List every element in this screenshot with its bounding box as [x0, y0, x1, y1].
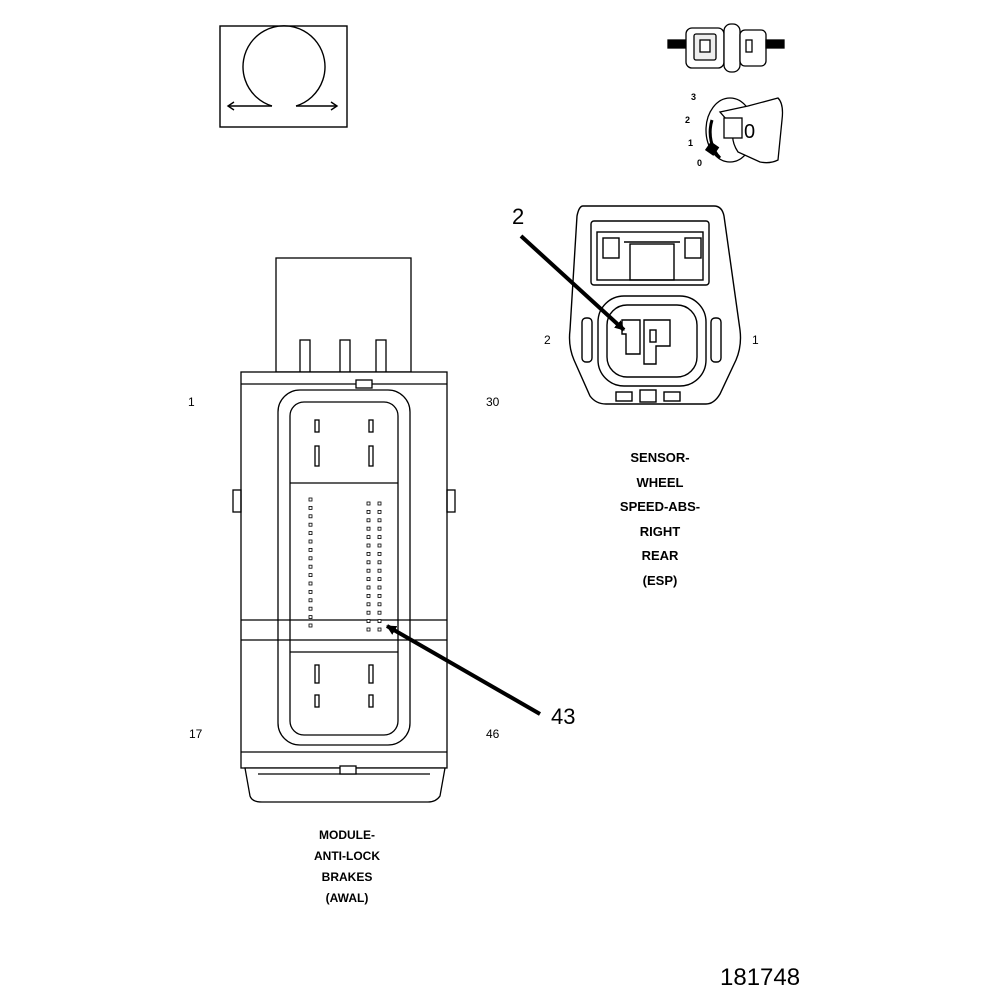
pin-cavity	[308, 564, 313, 569]
pin-cavity	[377, 526, 382, 531]
ignition-position-1: 1	[688, 138, 694, 148]
pin-cavity	[366, 543, 371, 548]
pin-cavity	[366, 535, 371, 539]
pin-cavity	[377, 619, 382, 623]
pin-cavity	[308, 590, 313, 594]
ignition-position-2: 2	[685, 115, 691, 125]
module-pin-label-46: 46	[486, 727, 500, 741]
pin-cavity	[377, 501, 382, 506]
pin-cavity	[377, 560, 382, 565]
pin-cavity	[308, 581, 313, 586]
pin-cavity	[377, 518, 382, 523]
pin-cavity	[377, 610, 382, 615]
sensor-title-line: SENSOR-	[630, 450, 690, 465]
sensor-connector-title: SENSOR- WHEEL SPEED-ABS- RIGHT REAR (ESP…	[590, 446, 730, 593]
sensor-pin-label-right: 1	[752, 333, 759, 347]
pin-cavity	[366, 518, 371, 523]
sensor-callout-number: 2	[512, 204, 525, 229]
pin-cavity	[366, 627, 371, 632]
pin-cavity	[308, 548, 313, 552]
ignition-position-0: 0	[697, 158, 703, 168]
connector-plug-icon	[667, 23, 785, 73]
pin-cavity	[308, 606, 313, 611]
pin-cavity	[308, 497, 313, 502]
pin-cavity	[366, 526, 371, 531]
pin-cavity	[366, 552, 371, 556]
pin-cavity	[377, 577, 382, 581]
pin-cavity	[308, 598, 313, 603]
module-title-line: BRAKES	[321, 870, 373, 884]
figure-number: 181748	[720, 964, 801, 991]
sensor-callout-leader	[519, 234, 626, 332]
module-pin-label-17: 17	[189, 727, 203, 741]
module-title-line: ANTI-LOCK	[314, 849, 380, 863]
pin-cavity	[308, 623, 313, 628]
pin-cavity	[366, 501, 371, 506]
pin-cavity	[377, 543, 382, 548]
pin-cavity	[308, 573, 313, 577]
pin-cavity	[377, 594, 382, 598]
pin-cavity	[377, 627, 382, 632]
pin-cavity	[377, 552, 382, 556]
sensor-title-line: WHEEL	[636, 474, 684, 490]
ignition-position-3: 3	[691, 92, 697, 102]
sensor-title-line: RIGHT	[639, 523, 681, 539]
pin-cavity	[308, 615, 313, 619]
pin-cavity	[366, 509, 371, 514]
sensor-pin-label-left: 2	[544, 333, 551, 347]
module-pin-label-30: 30	[486, 395, 500, 409]
pin-cavity	[308, 522, 313, 527]
pin-cavity	[366, 610, 371, 615]
sensor-title-line: (ESP)	[642, 572, 678, 588]
pin-cavity	[377, 535, 382, 539]
pin-cavity	[377, 602, 382, 607]
pin-cavity	[308, 556, 313, 561]
pin-cavity	[366, 560, 371, 565]
pin-cavity	[366, 602, 371, 607]
pin-cavity	[308, 539, 313, 544]
pin-cavity	[308, 531, 313, 535]
sensor-title-line: SPEED-ABS-	[619, 499, 701, 514]
module-connector-title: MODULE- ANTI-LOCK BRAKES (AWAL)	[287, 825, 407, 909]
ignition-key-icon	[704, 97, 784, 164]
pin-cavity	[377, 585, 382, 590]
pin-cavity	[377, 509, 382, 514]
sensor-title-line: REAR	[641, 548, 679, 563]
pin-cavity	[308, 505, 313, 510]
sensor-connector	[568, 205, 742, 405]
module-pin-grid	[308, 497, 382, 632]
connector-view-symbol-icon	[219, 25, 348, 128]
module-callout-number: 43	[551, 704, 576, 729]
module-pin-label-1: 1	[188, 395, 195, 409]
pin-cavity	[366, 577, 371, 581]
pin-cavity	[366, 585, 371, 590]
pin-cavity	[366, 594, 371, 598]
pin-cavity	[366, 619, 371, 623]
module-callout-leader	[386, 624, 541, 716]
pin-cavity	[377, 568, 382, 573]
pin-cavity	[366, 568, 371, 573]
ignition-key-glyph: 0	[744, 121, 756, 143]
pin-cavity	[308, 514, 313, 519]
module-title-line: MODULE-	[319, 828, 375, 842]
module-connector	[232, 257, 456, 803]
module-title-line: (AWAL)	[325, 891, 369, 905]
